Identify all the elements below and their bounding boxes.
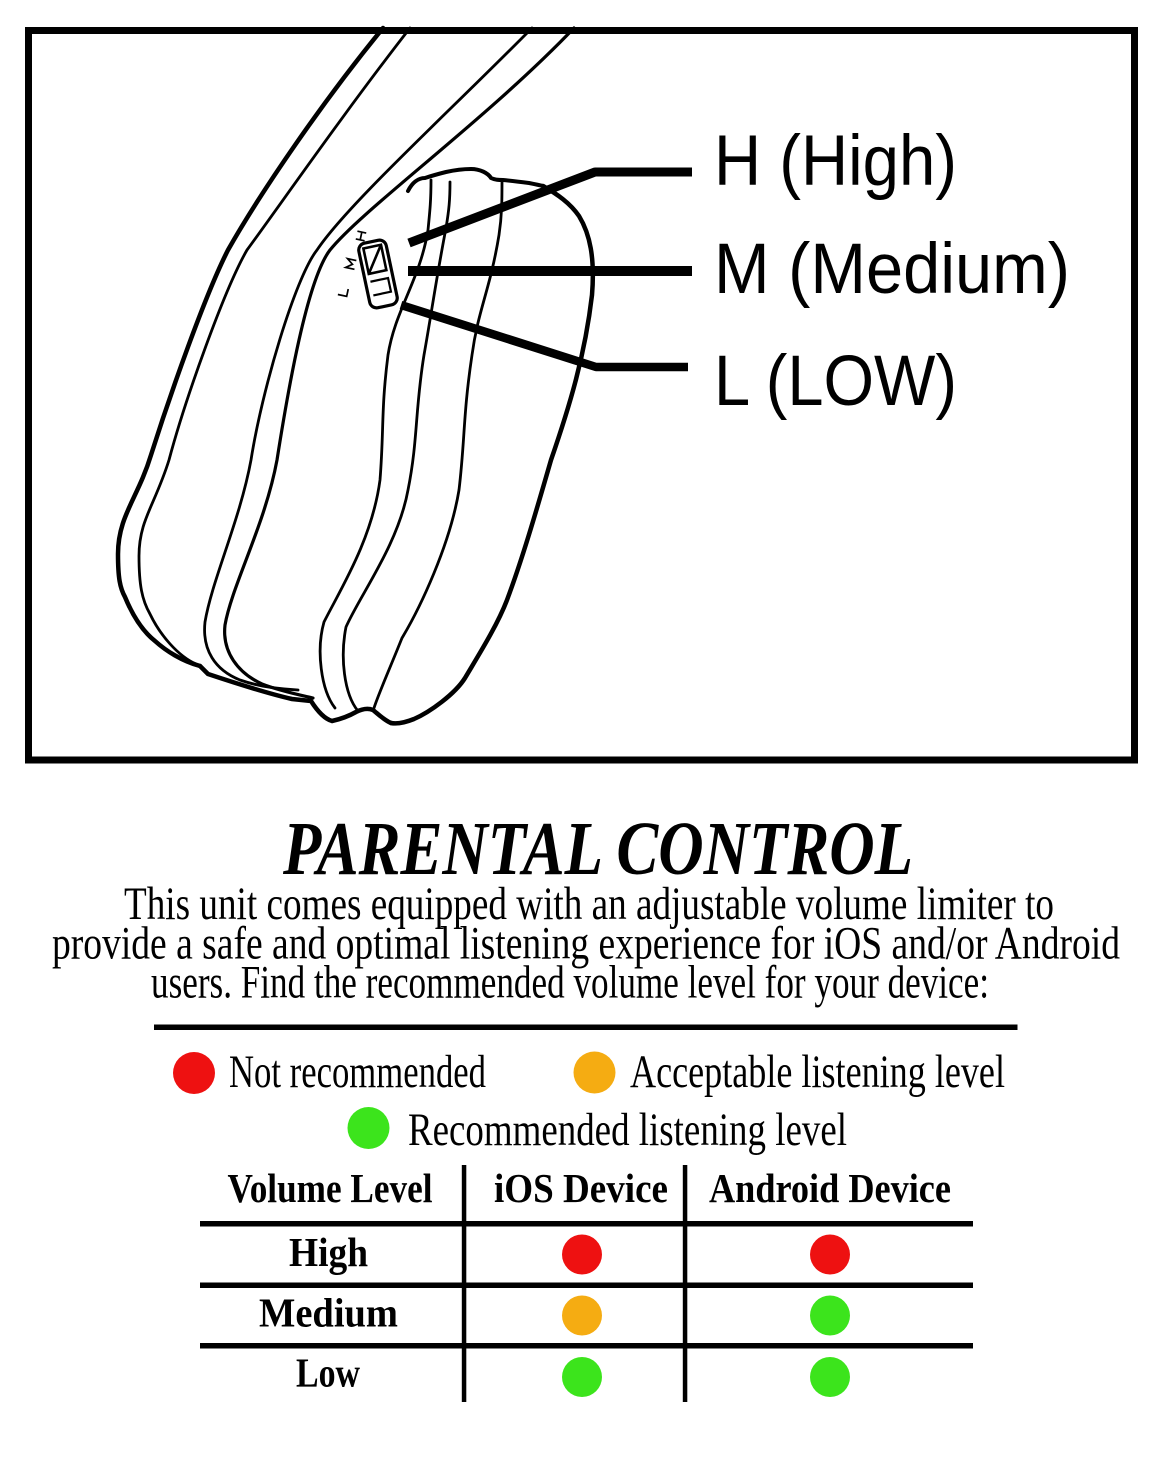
svg-text:users. Find the recommended vo: users. Find the recommended volume level… (151, 957, 989, 1009)
svg-text:H (High): H (High) (714, 122, 957, 201)
svg-text:Low: Low (296, 1350, 360, 1396)
svg-text:PARENTAL CONTROL: PARENTAL CONTROL (282, 807, 913, 891)
svg-text:Volume Level: Volume Level (228, 1165, 433, 1211)
svg-text:Not recommended: Not recommended (229, 1046, 486, 1098)
svg-text:High: High (289, 1229, 368, 1275)
svg-text:M (Medium): M (Medium) (714, 230, 1070, 309)
svg-text:L (LOW): L (LOW) (714, 342, 957, 421)
svg-text:iOS Device: iOS Device (494, 1165, 668, 1211)
svg-text:This unit comes equipped with: This unit comes equipped with an adjusta… (124, 878, 1054, 930)
svg-text:Acceptable listening level: Acceptable listening level (630, 1046, 1005, 1098)
svg-text:Android Device: Android Device (709, 1165, 951, 1211)
svg-text:provide a safe and optimal lis: provide a safe and optimal listening exp… (52, 918, 1120, 970)
svg-text:Medium: Medium (259, 1290, 398, 1336)
svg-text:Recommended listening level: Recommended listening level (408, 1104, 847, 1156)
